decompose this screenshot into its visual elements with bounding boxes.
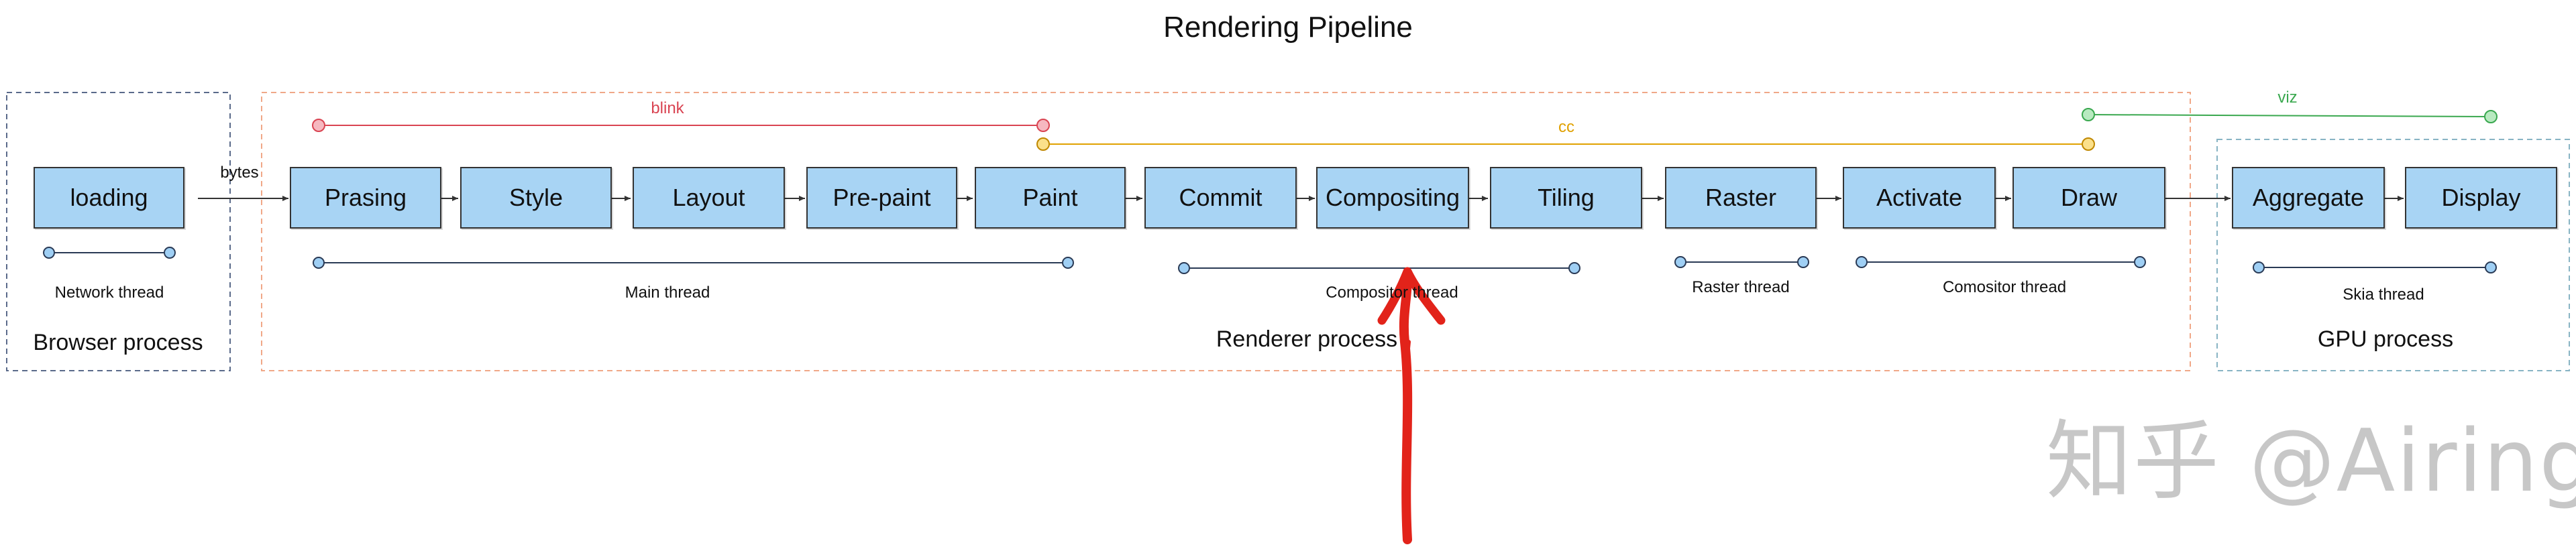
module-label-cc: cc bbox=[1558, 118, 1574, 136]
compositor-thread-bar bbox=[1178, 262, 1580, 274]
stage-commit: Commit bbox=[1144, 167, 1297, 229]
stage-style: Style bbox=[460, 167, 612, 229]
watermark: 知乎 @Airing bbox=[2046, 412, 2576, 511]
thread-label-network: Network thread bbox=[54, 284, 164, 302]
thread-label-compositor: Compositor thread bbox=[1326, 284, 1458, 302]
stage-layout: Layout bbox=[633, 167, 785, 229]
stage-raster: Raster bbox=[1665, 167, 1817, 229]
renderer-process-container bbox=[261, 92, 2191, 371]
stage-activate: Activate bbox=[1843, 167, 1996, 229]
thread-label-raster: Raster thread bbox=[1692, 278, 1790, 296]
diagram-title: Rendering Pipeline bbox=[1163, 11, 1413, 44]
edge-label-bytes: bytes bbox=[220, 164, 259, 182]
process-label-renderer: Renderer process bbox=[1216, 326, 1398, 352]
stage-display: Display bbox=[2405, 167, 2557, 229]
stage-draw: Draw bbox=[2012, 167, 2165, 229]
browser-process-container bbox=[6, 92, 231, 371]
process-label-gpu: GPU process bbox=[2317, 326, 2454, 352]
skia-thread-bar bbox=[2253, 261, 2497, 273]
red-annotation-arrow bbox=[1377, 267, 1446, 544]
process-label-browser: Browser process bbox=[33, 330, 203, 355]
module-label-blink: blink bbox=[651, 99, 684, 117]
cc-module-bar bbox=[1036, 137, 2095, 151]
raster-thread-bar bbox=[1674, 256, 1809, 268]
stage-aggregate: Aggregate bbox=[2232, 167, 2385, 229]
stage-loading: loading bbox=[34, 167, 184, 229]
comositor-thread-bar bbox=[1856, 256, 2146, 268]
network-thread-bar bbox=[43, 247, 176, 259]
stage-prepaint: Pre-paint bbox=[806, 167, 957, 229]
thread-label-comositor: Comositor thread bbox=[1942, 278, 2067, 296]
blink-module-bar bbox=[312, 119, 1050, 132]
module-label-viz: viz bbox=[2277, 88, 2298, 107]
stage-tiling: Tiling bbox=[1490, 167, 1642, 229]
viz-module-bar bbox=[2082, 108, 2498, 123]
stage-prasing: Prasing bbox=[290, 167, 441, 229]
thread-label-skia: Skia thread bbox=[2343, 286, 2424, 304]
main-thread-bar bbox=[313, 257, 1074, 269]
thread-label-main: Main thread bbox=[625, 284, 710, 302]
stage-compositing: Compositing bbox=[1316, 167, 1469, 229]
stage-paint: Paint bbox=[975, 167, 1126, 229]
